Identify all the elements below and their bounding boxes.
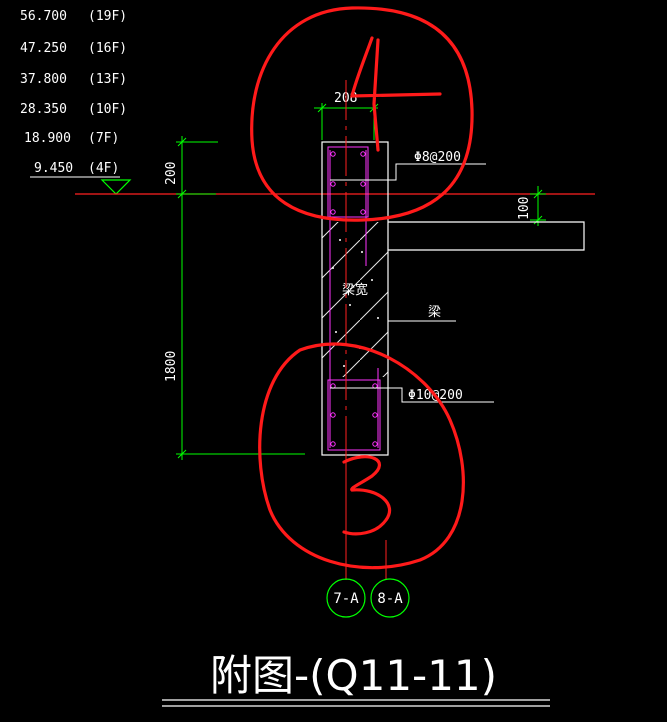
elevation-value: 37.800 [20,72,67,87]
top-rebar-label: Φ8@200 [414,150,461,165]
elevation-value: 28.350 [20,102,67,117]
markup-circle-top [250,6,474,222]
elevation-value: 56.700 [20,9,67,24]
wall-section [321,141,585,456]
floor-value: (4F) [88,161,119,176]
markup-number-3 [342,455,392,536]
markup-circle-bottom [258,342,465,570]
elevation-value: 18.900 [24,131,71,146]
rebar-stirrup-top [327,146,369,218]
dim-slab-thickness: 100 [517,197,532,220]
beam-label: 梁 [428,305,441,320]
dim-main-height: 1800 [164,351,179,382]
elevation-table: 56.700 (19F) 47.250 (16F) 37.800 (13F) 2… [20,9,127,178]
axis-label-8a: 8-A [377,591,403,607]
elevation-value: 47.250 [20,41,67,56]
floor-value: (13F) [88,72,127,87]
floor-value: (7F) [88,131,119,146]
drawing-title: 附图-(Q11-11) [210,651,497,700]
floor-value: (10F) [88,102,127,117]
floor-value: (16F) [88,41,127,56]
elevation-value: 9.450 [34,161,73,176]
beam-width-label: 梁宽 [342,282,368,298]
floor-value: (19F) [88,9,127,24]
axis-bubble-7a [326,578,366,618]
markup-number-4 [349,36,442,152]
dim-upper-height: 200 [164,162,179,185]
axis-label-7a: 7-A [333,591,359,607]
level-marker-icon [100,179,132,195]
axis-bubble-8a [370,578,410,618]
rebar-stirrup-bottom [327,379,381,451]
